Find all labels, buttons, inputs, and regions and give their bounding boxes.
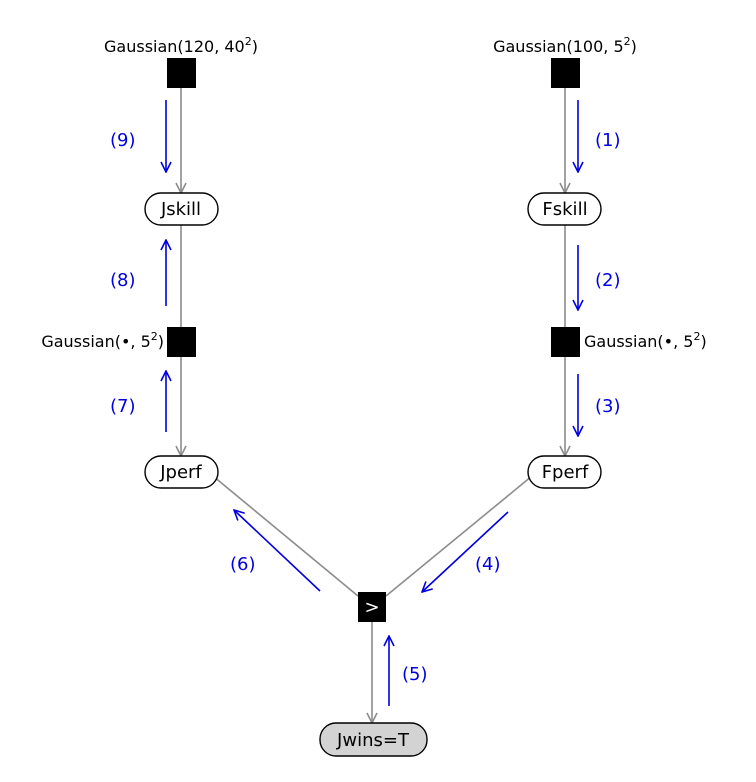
message-label-6: (6) xyxy=(230,554,256,575)
factor-jprior-label: Gaussian(120, 402) xyxy=(104,35,258,56)
edge-jperf-compare xyxy=(212,475,359,597)
node-jskill-label: Jskill xyxy=(160,199,201,220)
message-label-9: (9) xyxy=(110,130,136,151)
factor-jprior-box xyxy=(167,58,196,88)
message-arrow-6 xyxy=(234,510,321,592)
node-jwins: Jwins=T xyxy=(319,722,428,757)
node-fperf-label: Fperf xyxy=(542,462,589,483)
message-label-1: (1) xyxy=(595,130,621,151)
factor-fprior-box xyxy=(551,58,580,88)
message-label-4: (4) xyxy=(475,554,501,575)
factor-compare-box xyxy=(358,592,386,622)
node-fperf: Fperf xyxy=(527,455,602,489)
node-jwins-label: Jwins=T xyxy=(336,730,410,751)
message-label-5: (5) xyxy=(402,664,428,685)
factor-fnoise-label: Gaussian(•, 52) xyxy=(584,330,707,351)
factor-fnoise-box xyxy=(551,327,580,357)
node-fskill: Fskill xyxy=(527,192,602,226)
factor-fprior-label: Gaussian(100, 52) xyxy=(493,35,637,56)
message-arrow-4 xyxy=(422,511,509,592)
message-label-2: (2) xyxy=(595,270,621,291)
node-jskill: Jskill xyxy=(144,192,219,226)
factor-compare-symbol: > xyxy=(364,597,379,618)
message-label-7: (7) xyxy=(110,396,136,417)
node-fskill-label: Fskill xyxy=(542,199,587,220)
factor-jnoise-label: Gaussian(•, 52) xyxy=(41,330,164,351)
node-jperf-label: Jperf xyxy=(159,462,202,483)
factor-jnoise-box xyxy=(167,327,196,357)
edge-fperf-compare xyxy=(385,475,533,597)
message-label-3: (3) xyxy=(595,396,621,417)
message-label-8: (8) xyxy=(110,270,136,291)
node-jperf: Jperf xyxy=(144,455,219,489)
